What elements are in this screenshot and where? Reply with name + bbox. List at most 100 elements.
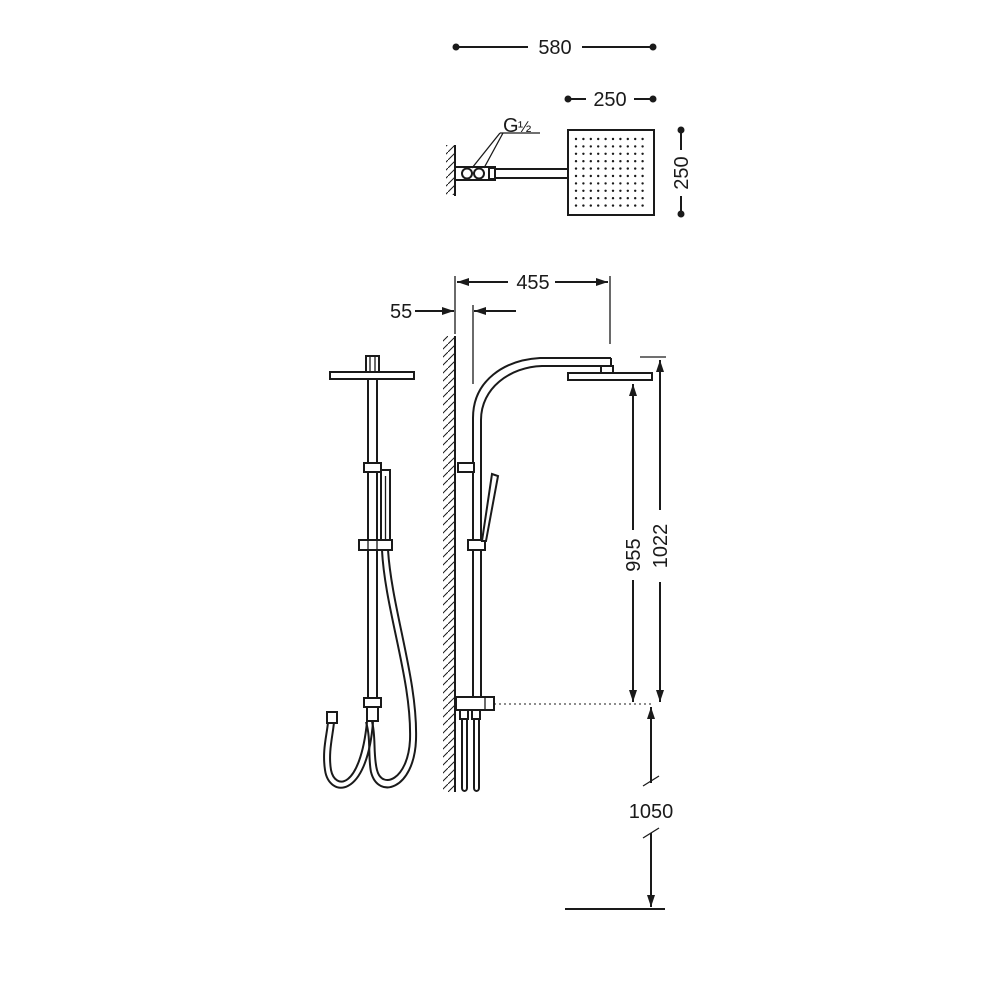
nozzle-dot bbox=[597, 182, 600, 185]
nozzle-dot bbox=[597, 167, 600, 170]
dimension-580: 580 bbox=[452, 37, 657, 59]
dimension-1022: 1022 bbox=[640, 356, 672, 702]
wall-section-side bbox=[443, 336, 455, 792]
mixer-outlet-front bbox=[363, 697, 382, 708]
nozzle-dot bbox=[604, 174, 607, 178]
inlet-nut bbox=[471, 709, 481, 720]
nozzle-dot bbox=[589, 174, 592, 178]
nozzle-dot bbox=[597, 197, 600, 200]
nozzle-dot bbox=[626, 152, 629, 155]
pipe-joint-front bbox=[363, 462, 382, 473]
inlet-circle bbox=[461, 167, 473, 180]
nozzle-dot bbox=[611, 152, 615, 155]
nozzle-dot bbox=[597, 137, 600, 141]
nozzle-dot bbox=[641, 167, 644, 170]
nozzle-dot bbox=[641, 160, 644, 163]
dimension-1050: 1050 bbox=[629, 707, 673, 907]
nozzle-dot bbox=[626, 182, 629, 185]
nozzle-dot bbox=[634, 182, 637, 185]
nozzle-dot bbox=[597, 174, 600, 178]
nozzle-dot bbox=[626, 189, 629, 192]
nozzle-dot bbox=[634, 137, 637, 141]
dimension-label-250-depth: 250 bbox=[671, 156, 693, 189]
nozzle-dot bbox=[641, 152, 644, 155]
nozzle-dot bbox=[574, 137, 578, 141]
leader-line bbox=[471, 132, 501, 169]
nozzle-dot bbox=[619, 160, 622, 163]
slider-bracket-front bbox=[358, 539, 393, 551]
nozzle-dot bbox=[626, 137, 629, 141]
inlet-pipe bbox=[473, 719, 480, 792]
nozzle-dot bbox=[619, 189, 622, 192]
nozzle-dot bbox=[634, 152, 637, 155]
nozzle-dot bbox=[604, 160, 607, 163]
nozzle-dot bbox=[589, 145, 592, 148]
nozzle-dot bbox=[641, 197, 644, 200]
nozzle-dot bbox=[611, 182, 615, 185]
mixer-cap bbox=[488, 167, 496, 180]
nozzle-dot bbox=[604, 204, 607, 207]
shower-head-top-view bbox=[567, 129, 655, 216]
hand-shower-side bbox=[480, 472, 500, 542]
inlet-nut bbox=[459, 709, 469, 720]
dimension-455: 455 bbox=[454, 272, 611, 344]
nozzle-dot bbox=[641, 174, 644, 178]
nozzle-dot bbox=[582, 160, 585, 163]
nozzle-dot bbox=[626, 145, 629, 148]
nozzle-dot bbox=[582, 152, 585, 155]
nozzle-dot bbox=[626, 197, 629, 200]
nozzle-dot bbox=[634, 204, 637, 207]
nozzle-dot bbox=[574, 174, 578, 178]
nozzle-dot bbox=[634, 174, 637, 178]
nozzle-dot bbox=[611, 137, 615, 141]
nozzle-dot bbox=[604, 182, 607, 185]
nozzle-dot bbox=[589, 197, 592, 200]
nozzle-dot bbox=[574, 204, 578, 207]
nozzle-dot bbox=[619, 137, 622, 141]
nozzle-dot bbox=[619, 197, 622, 200]
dimension-955: 955 bbox=[622, 379, 645, 702]
nozzle-dot bbox=[641, 182, 644, 185]
nozzle-dot bbox=[604, 167, 607, 170]
nozzle-dot bbox=[626, 167, 629, 170]
nozzle-dot bbox=[597, 160, 600, 163]
nozzle-dot bbox=[634, 167, 637, 170]
nozzle-dot bbox=[634, 160, 637, 163]
nozzle-dot bbox=[604, 189, 607, 192]
nozzle-dot bbox=[611, 160, 615, 163]
nozzle-dot bbox=[604, 197, 607, 200]
dimension-250-width: 250 bbox=[564, 89, 657, 111]
nozzle-dot bbox=[597, 145, 600, 148]
nozzle-dot bbox=[589, 137, 592, 141]
nozzle-dot bbox=[619, 174, 622, 178]
nozzle-dot bbox=[582, 197, 585, 200]
nozzle-dot bbox=[611, 145, 615, 148]
nozzle-dot bbox=[619, 204, 622, 207]
nozzle-dot bbox=[574, 189, 578, 192]
nozzle-dot bbox=[597, 152, 600, 155]
dimension-label-455: 455 bbox=[516, 272, 549, 294]
head-connector-front bbox=[365, 355, 380, 373]
nozzle-dot bbox=[611, 189, 615, 192]
inlet-pipe bbox=[461, 719, 468, 792]
nozzle-dot bbox=[619, 182, 622, 185]
nozzle-dot bbox=[604, 137, 607, 141]
clamp-side bbox=[457, 462, 475, 473]
nozzle-dot bbox=[589, 152, 592, 155]
leader-line bbox=[483, 132, 504, 169]
shower-head-side bbox=[567, 372, 653, 381]
dimension-label-250-width: 250 bbox=[593, 89, 626, 111]
nozzle-dot bbox=[582, 174, 585, 178]
nozzle-dot bbox=[574, 197, 578, 200]
dimension-250-depth: 250 bbox=[671, 126, 693, 218]
nozzle-dot bbox=[634, 145, 637, 148]
shower-hose bbox=[365, 549, 418, 789]
wall-section-top bbox=[446, 145, 455, 195]
nozzle-dot bbox=[582, 167, 585, 170]
hose-connector bbox=[326, 711, 338, 724]
inlet-circle bbox=[473, 167, 485, 180]
nozzle-dot bbox=[604, 145, 607, 148]
nozzle-dot bbox=[574, 160, 578, 163]
nozzle-dot bbox=[611, 174, 615, 178]
head-connector-side bbox=[600, 365, 614, 374]
